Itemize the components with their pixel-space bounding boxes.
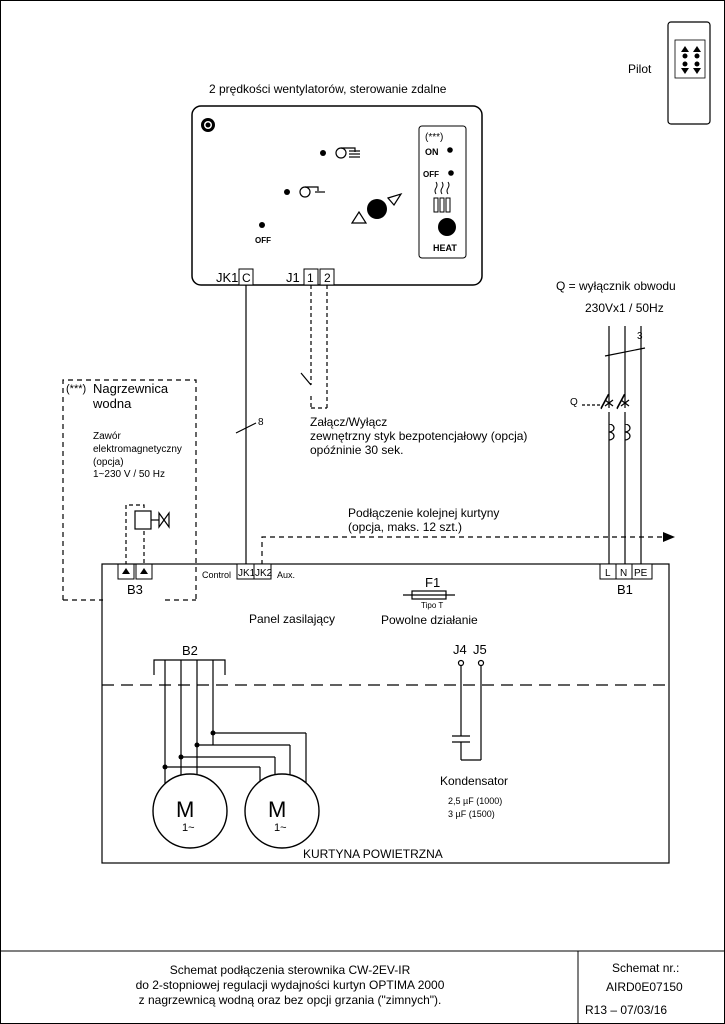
valve-line1: Zawór [93,431,121,442]
control-cable [235,285,257,565]
j4-label: J4 [453,642,467,657]
switch-note-line3: opóźninie 30 sek. [310,443,403,457]
breaker-wires-count: 3 [637,331,643,342]
knob-right-arrow-icon [386,192,403,207]
valve-symbol [125,504,170,565]
fuse-desc: Powolne działanie [381,613,478,627]
next-curtain-line2: (opcja, maks. 12 szt.) [348,520,462,534]
curtain-box [101,563,670,864]
capacitor-label: Kondensator [440,774,508,788]
terminal-jk2 [253,563,272,580]
speed-off-dot [259,222,265,228]
heat-panel [418,125,467,259]
j5-label: J5 [473,642,487,657]
jk1-label: JK1 [216,270,238,285]
valve-line3: (opcja) [93,457,124,468]
b3-terminals [117,563,153,580]
breaker-supply: 230Vx1 / 50Hz [585,301,664,315]
fan-low-icon [299,186,325,198]
remote-pilot: Pilot [628,21,711,125]
motor-2-symbol: M [268,797,286,822]
arrow-head-icon [663,532,675,542]
heater-icon [433,181,451,213]
switch-contact [300,372,312,386]
capacitor-symbol [452,659,485,761]
motor-1: M 1~ [152,773,228,849]
b1-label: B1 [617,582,633,597]
motor-2-phase: 1~ [274,822,287,834]
remote-body [667,21,711,125]
remote-button-pad [674,39,706,79]
footer-frame [0,950,725,1024]
valve-line4: 1~230 V / 50 Hz [93,469,165,480]
speed-high-dot [320,150,326,156]
breaker-wiring [582,326,646,565]
switch-note-line2: zewnętrzny styk bezpotencjałowy (opcja) [310,429,527,443]
b2-label: B2 [182,643,198,658]
svg-text:1: 1 [307,271,314,285]
j1-label: J1 [286,270,300,285]
schema-label: Schemat nr.: [612,961,679,975]
pilot-label: Pilot [628,62,652,76]
heat-on-label: ON [425,147,439,157]
fan-high-icon [335,147,360,159]
next-curtain-arrow [261,536,665,565]
switch-note-line1: Załącz/Wyłącz [310,415,387,429]
motor-2: M 1~ [244,773,320,849]
control-label: Control [202,570,231,580]
svg-text:N: N [620,568,627,579]
remote-arrows-icon [681,46,701,74]
svg-text:JK1: JK1 [238,568,256,579]
capacitor-value-2: 3 µF (1500) [448,809,495,819]
cable-count: 8 [258,417,264,428]
svg-text:JK2: JK2 [255,568,273,579]
schema-number: AIRD0E07150 [606,980,683,994]
controller-body [191,105,483,286]
revision: R13 – 07/03/16 [585,1003,667,1017]
svg-text:2: 2 [324,271,331,285]
valve-line2: elektromagnetyczny [93,444,182,455]
panel-label: Panel zasilający [249,612,335,626]
breaker-q-label: Q [570,397,578,408]
f1-label: F1 [425,575,440,590]
b3-label: B3 [127,582,143,597]
controller-title: 2 prędkości wentylatorów, sterowanie zda… [209,82,447,96]
fuse-icon [403,590,455,600]
terminal-pe [631,563,653,580]
knob-left-arrow-icon [350,210,368,224]
heater-title-1: Nagrzewnica [93,381,169,396]
external-switch [310,285,328,409]
controller-box: OFF (***) ON OFF HEAT JK1 C J1 1 2 [191,105,483,286]
speed-low-dot [284,189,290,195]
heater-box [62,379,197,601]
heat-on-dot [447,147,453,153]
next-curtain-line1: Podłączenie kolejnej kurtyny [348,506,499,520]
aux-label: Aux. [277,570,295,580]
svg-text:C: C [242,271,251,285]
footer-desc-2: do 2-stopniowej regulacji wydajności kur… [136,978,445,992]
speed-knob [367,199,387,219]
motor-1-symbol: M [176,797,194,822]
fuse-type: Tipo T [421,601,443,610]
heat-knob [438,218,456,236]
motor-1-phase: 1~ [182,822,195,834]
heat-label: HEAT [433,243,457,253]
heat-off-dot [448,170,454,176]
heat-panel-note: (***) [425,132,443,143]
heater-note: (***) [66,383,86,395]
curtain-title: KURTYNA POWIETRZNA [303,847,443,861]
footer-desc-1: Schemat podłączenia sterownika CW-2EV-IR [170,963,411,977]
heater-title-2: wodna [92,396,132,411]
motor-wiring [153,659,307,788]
capacitor-value-1: 2,5 µF (1000) [448,796,502,806]
heat-off-label: OFF [423,170,439,179]
svg-text:L: L [605,568,611,579]
breaker-title: Q = wyłącznik obwodu [556,279,676,293]
svg-text:PE: PE [634,568,648,579]
speed-off-label: OFF [255,236,271,245]
wire-junctions [162,730,216,770]
footer-desc-3: z nagrzewnicą wodną oraz bez opcji grzan… [139,993,442,1007]
